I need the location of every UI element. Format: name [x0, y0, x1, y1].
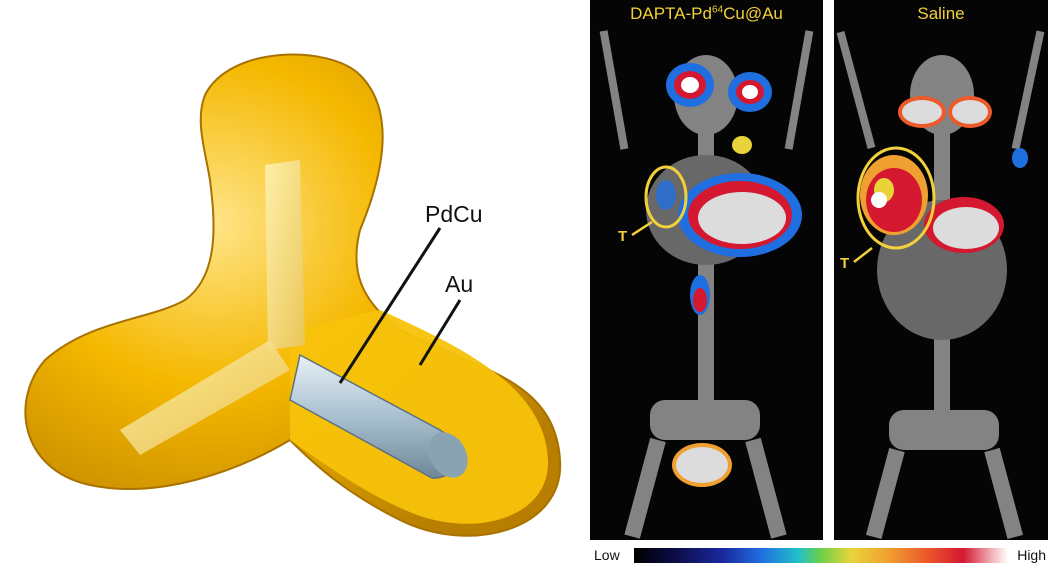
- scale-low-label: Low: [594, 547, 620, 563]
- tumor-arrow: [632, 222, 652, 235]
- scale-high-label: High: [1017, 547, 1046, 563]
- au-label: Au: [445, 271, 473, 297]
- nanostructure-illustration: PdCu Au: [0, 0, 570, 568]
- pet-scan-saline: Saline T: [834, 0, 1048, 540]
- tumor-label: T: [840, 255, 849, 272]
- pet-scan-dapta: DAPTA-Pd64Cu@Au T: [590, 0, 823, 540]
- tumor-label: T: [618, 228, 627, 245]
- inner-core-up: [265, 160, 305, 350]
- color-scale: Low High: [590, 543, 1048, 568]
- scan-title-dapta: DAPTA-Pd64Cu@Au: [590, 4, 823, 24]
- mouse-scan-image: [834, 0, 1048, 540]
- tripod-particle-drawing: PdCu Au: [0, 0, 570, 568]
- scan-title-saline: Saline: [834, 4, 1048, 24]
- scale-gradient-bar: [634, 548, 1008, 563]
- pdcu-label: PdCu: [425, 201, 483, 227]
- mouse-scan-image: [590, 0, 823, 540]
- tumor-arrow: [854, 248, 872, 262]
